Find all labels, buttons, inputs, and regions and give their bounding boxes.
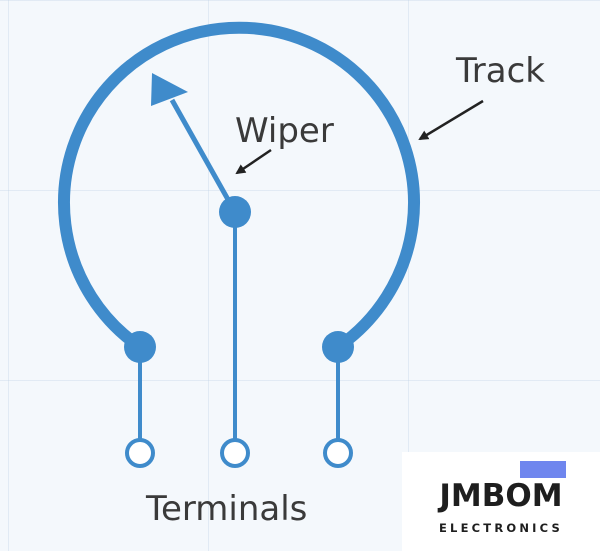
wiper-arm bbox=[169, 98, 238, 214]
terminal-pad-right bbox=[323, 438, 353, 468]
resistive-track bbox=[58, 21, 420, 353]
track-end-left-dot bbox=[124, 331, 156, 363]
company-logo: JMBOM ELECTRONICS bbox=[402, 452, 600, 551]
logo-accent-bar bbox=[520, 461, 566, 478]
logo-wordmark: JMBOM bbox=[439, 478, 563, 514]
track-callout-arrow bbox=[418, 99, 484, 141]
track-label: Track bbox=[455, 51, 545, 91]
wiper-pivot-dot bbox=[219, 196, 251, 228]
terminal-pad-center bbox=[220, 438, 250, 468]
wiper-arrowhead bbox=[151, 73, 188, 106]
logo-tagline: ELECTRONICS bbox=[439, 521, 563, 535]
terminals-label: Terminals bbox=[145, 489, 307, 529]
terminal-pad-left bbox=[125, 438, 155, 468]
wiper-callout-arrow bbox=[235, 148, 272, 175]
wiper-label: Wiper bbox=[235, 111, 334, 151]
track-end-right-dot bbox=[322, 331, 354, 363]
